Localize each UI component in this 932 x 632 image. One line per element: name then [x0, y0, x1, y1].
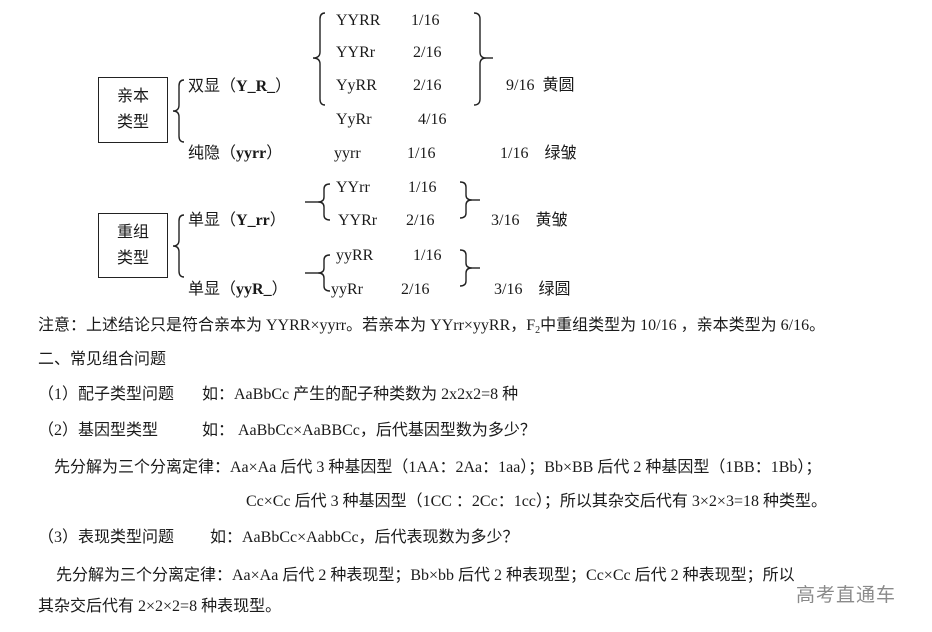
- ratio-4: 4/16: [418, 111, 447, 128]
- parental-box-line2: 类型: [116, 114, 149, 131]
- genotype-yyrr-recomb-4: yyRr: [331, 281, 363, 298]
- green-round-genotype: yyR_: [236, 281, 272, 298]
- yellow-wrinkled-label: 单显（Y_rr）: [188, 212, 286, 229]
- q2-example: 如： AaBbCc×AaBBCc，后代基因型数为多少？: [202, 422, 536, 439]
- double-dominant-phenotype: 黄圆: [542, 77, 575, 94]
- green-round-label: 单显（yyR_）: [188, 281, 288, 298]
- double-dominant-label: 双显（Y_R_）: [188, 78, 292, 95]
- yellow-wrinkled-genotype: Y_rr: [236, 212, 270, 229]
- genotype-yyrr-recessive: yyrr: [334, 145, 361, 162]
- parental-left-brace-icon: [172, 79, 185, 143]
- ratio-2: 2/16: [413, 44, 442, 61]
- yellow-wrinkled-left-brace-icon: [305, 183, 331, 221]
- recombinant-box-line2: 类型: [116, 249, 149, 267]
- parental-type-box: 亲本 类型: [98, 77, 168, 143]
- ratio-recomb-1: 1/16: [408, 179, 437, 196]
- genotype-yyrr-2: YYRr: [336, 44, 376, 61]
- ratio-recomb-2: 2/16: [406, 212, 435, 229]
- double-dominant-genotype: Y_R_: [236, 78, 276, 95]
- double-recessive-phenotype: 绿皱: [544, 145, 577, 162]
- double-dominant-left-brace-icon: [312, 12, 326, 106]
- recombinant-left-brace-icon: [172, 214, 185, 278]
- section2-heading: 二、常见组合问题: [38, 351, 167, 368]
- ratio-recessive: 1/16: [407, 145, 436, 162]
- ratio-1: 1/16: [411, 12, 440, 29]
- genotype-yyrr-recomb-2: YYRr: [338, 212, 378, 229]
- f2-subscript: 2: [535, 325, 541, 336]
- watermark: 高考直通车: [796, 584, 897, 606]
- q3-label: （3）表现类型问题: [38, 529, 175, 546]
- yellow-wrinkled-right-brace-icon: [459, 181, 480, 219]
- double-recessive-genotype: yyrr: [236, 145, 267, 162]
- recombinant-type-box: 重组 类型: [98, 213, 168, 278]
- genotype-yyrr-4: YyRr: [336, 111, 372, 128]
- genotype-yyrr-3: YyRR: [336, 77, 377, 94]
- ratio-recomb-4: 2/16: [401, 281, 430, 298]
- q3-explanation-line2: 其杂交后代有 2×2×2=8 种表现型。: [38, 598, 282, 615]
- q3-example: 如：AaBbCc×AabbCc，后代表现数为多少？: [210, 529, 519, 546]
- yellow-wrinkled-total: 3/16 黄皱: [491, 212, 568, 229]
- double-dominant-total: 9/16 黄圆: [506, 77, 575, 94]
- genotype-yyrr-recomb-3: yyRR: [336, 247, 374, 264]
- q2-explanation-line2: Cc×Cc 后代 3 种基因型（1CC ：2Cc：1cc）；所以其杂交后代有 3…: [246, 493, 827, 510]
- genotype-yyrr-1: YYRR: [336, 12, 381, 29]
- q3-explanation-line1: 先分解为三个分离定律：Aa×Aa 后代 2 种表现型；Bb×bb 后代 2 种表…: [56, 567, 795, 584]
- recombinant-box-line1: 重组: [116, 223, 149, 241]
- q1-example: 如：AaBbCc 产生的配子种类数为 2x2x2=8 种: [202, 386, 519, 403]
- green-round-total: 3/16 绿圆: [494, 281, 571, 298]
- green-round-phenotype: 绿圆: [538, 281, 571, 298]
- q2-label: （2）基因型类型: [38, 422, 159, 439]
- double-recessive-total: 1/16 绿皱: [500, 145, 577, 162]
- green-round-left-brace-icon: [305, 254, 331, 292]
- double-recessive-label: 纯隐（yyrr）: [188, 145, 283, 162]
- q1-label: （1）配子类型问题: [38, 386, 175, 403]
- note-paragraph: 注意：上述结论只是符合亲本为 YYRR×yyrr。若亲本为 YYrr×yyRR，…: [38, 317, 826, 336]
- ratio-recomb-3: 1/16: [413, 247, 442, 264]
- yellow-wrinkled-phenotype: 黄皱: [535, 212, 568, 229]
- green-round-right-brace-icon: [459, 249, 480, 287]
- parental-box-line1: 亲本: [116, 88, 149, 105]
- genotype-yyrr-recomb-1: YYrr: [336, 179, 370, 196]
- ratio-3: 2/16: [413, 77, 442, 94]
- double-dominant-right-brace-icon: [473, 12, 493, 106]
- q2-explanation-line1: 先分解为三个分离定律：Aa×Aa 后代 3 种基因型（1AA：2Aa：1aa）；…: [54, 459, 822, 476]
